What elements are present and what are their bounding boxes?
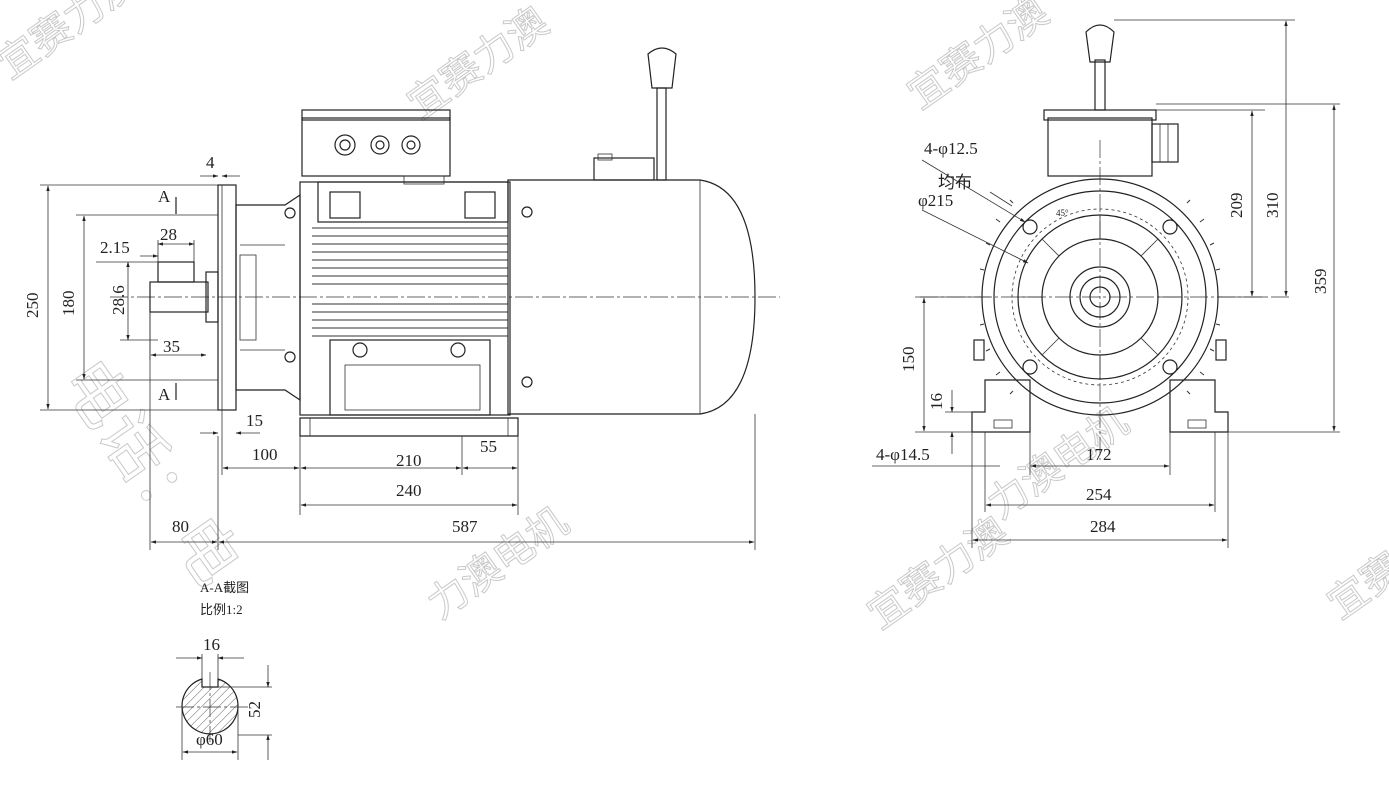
dim-h16: 16 (927, 393, 946, 410)
label-even-distribution: 均布 (938, 173, 972, 192)
dim-key-length: 28 (160, 225, 177, 244)
flange-hole (1162, 359, 1178, 375)
motor-foot-block (329, 339, 491, 416)
shaft-diameter: φ60 (196, 730, 223, 749)
label-foot-holes: 4-φ14.5 (876, 445, 930, 464)
dim-h209: 209 (1227, 193, 1246, 219)
brake-lever (656, 87, 667, 181)
label-angle: 45° (1056, 208, 1069, 218)
watermark-text: 宜赛力澳 (399, 0, 556, 128)
cooling-fins (312, 227, 508, 337)
dim-55: 55 (480, 437, 497, 456)
dim-h359: 359 (1311, 269, 1330, 295)
shaft-key (157, 261, 195, 283)
dim-shaft-length: 35 (163, 337, 180, 356)
brake-cover (507, 179, 756, 415)
front-view: 4-φ12.5 均布 φ215 45° 4-φ14.5 150 16 172 2… (872, 19, 1340, 548)
front-dimensions (872, 19, 1340, 548)
flange-plate (217, 184, 237, 411)
watermark-text: 宜赛力澳 (899, 0, 1056, 118)
base-plate (299, 417, 519, 437)
watermark-layer: 宜赛力澳 宜赛力澳 宜赛力澳 宜赛力澳 力澳电机 力澳电机 电话：电 宜赛力澳 (0, 0, 1389, 639)
watermark-text: 宜赛力澳 (1319, 499, 1389, 628)
watermark-text: 宜赛力澳 (859, 509, 1016, 638)
label-pcd: φ215 (918, 191, 953, 210)
flange-hole (1162, 219, 1178, 235)
front-foot-right (1169, 379, 1229, 433)
section-scale: 比例1:2 (200, 602, 243, 617)
dim-w254: 254 (1086, 485, 1112, 504)
dim-210: 210 (396, 451, 422, 470)
dim-spigot: 15 (246, 411, 263, 430)
flange-hole (1022, 359, 1038, 375)
dim-100: 100 (252, 445, 278, 464)
side-dimensions (40, 174, 756, 550)
dim-80: 80 (172, 517, 189, 536)
dim-240: 240 (396, 481, 422, 500)
motor-frame (299, 181, 511, 416)
front-spokes (1018, 215, 1182, 379)
key-depth: 52 (245, 701, 264, 718)
section-title: A-A截图 (200, 580, 249, 595)
dim-key-offset: 2.15 (100, 238, 130, 257)
terminal-box (301, 117, 451, 177)
dim-h150: 150 (899, 347, 918, 373)
label-flange-holes: 4-φ12.5 (924, 139, 978, 158)
front-lever-knob (1085, 24, 1115, 63)
dim-w172: 172 (1086, 445, 1112, 464)
dim-587: 587 (452, 517, 478, 536)
end-shield (235, 193, 301, 402)
lever-knob (647, 47, 677, 89)
watermark-text: 宜赛力澳 (0, 0, 147, 88)
section-a-label-top: A (158, 187, 171, 206)
dim-h310: 310 (1263, 193, 1282, 219)
dim-180: 180 (59, 291, 78, 317)
watermark-text: 力澳电机 (979, 399, 1136, 528)
dim-key-height: 28.6 (109, 285, 128, 315)
section-a-label-bottom: A (158, 385, 171, 404)
watermark-text: 力澳电机 (419, 499, 576, 628)
dim-flange-thickness: 4 (206, 153, 215, 172)
front-foot-left (971, 379, 1031, 433)
dim-250: 250 (23, 293, 42, 319)
dim-w284: 284 (1090, 517, 1116, 536)
side-view: 4 A A 28 2.15 28.6 35 15 250 180 100 210… (23, 47, 780, 550)
flange-hole (1022, 219, 1038, 235)
section-a-a: A-A截图 比例1:2 16 52 φ60 (176, 580, 272, 760)
watermark-text: 电话：电 (47, 347, 254, 599)
key-width: 16 (203, 635, 220, 654)
